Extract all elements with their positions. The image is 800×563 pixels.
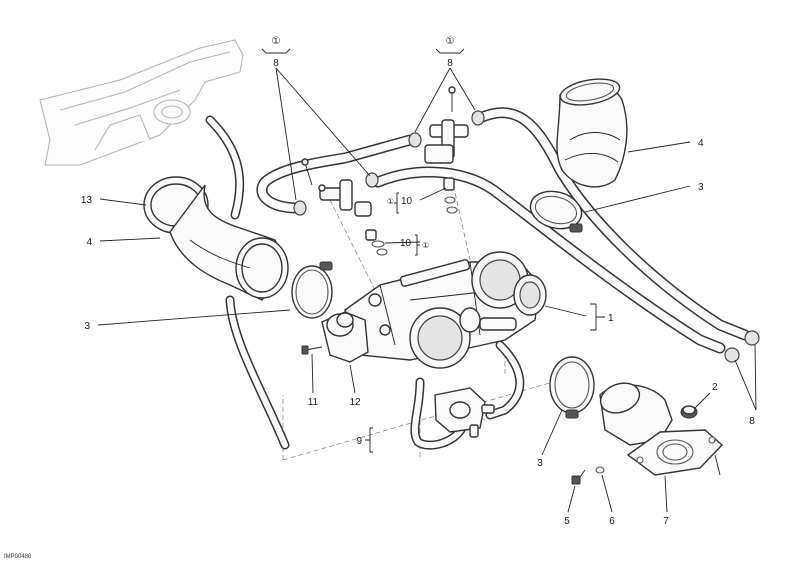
right-intake-duct (556, 78, 628, 188)
callout-8-top-center: 8 (447, 58, 453, 69)
callout-8-top-left: 8 (273, 58, 279, 69)
fittings-10 (354, 177, 458, 256)
breather-hose-network (205, 107, 751, 450)
callout-4-right: 4 (698, 138, 704, 149)
callout-3-bottom: 3 (537, 458, 543, 469)
drawing-code: IMP00480 (4, 554, 32, 560)
intake-manifold (599, 382, 724, 476)
callout-12: 12 (349, 397, 361, 408)
frame-section-ghost (39, 39, 244, 166)
hose-clamps (293, 110, 760, 363)
callout-10-upper: 10 (401, 196, 413, 207)
clamp-bottom (549, 356, 595, 419)
marker-symbol-left: ① (272, 36, 281, 47)
callout-3-left: 3 (84, 321, 90, 332)
marker-symbol-10-lower: ① (422, 241, 429, 250)
t-fittings (301, 86, 469, 211)
callout-13: 13 (81, 195, 93, 206)
leader-lines (97, 48, 757, 513)
callout-labels: ① 8 ① 8 13 4 3 4 3 1 ① 10 10 ① 11 12 9 3… (4, 36, 755, 560)
callout-10-lower: 10 (400, 238, 412, 249)
idle-valve (434, 387, 495, 438)
callout-9: 9 (356, 436, 362, 447)
callout-2: 2 (712, 382, 718, 393)
screw-11 (301, 345, 323, 355)
marker-symbol-center: ① (446, 36, 455, 47)
callout-5: 5 (564, 516, 570, 527)
clamp-left (291, 261, 333, 319)
callout-7: 7 (663, 516, 669, 527)
marker-symbol-10-upper: ① (387, 197, 394, 206)
callout-1: 1 (608, 313, 614, 324)
clamp-right (529, 190, 583, 233)
callout-8-right: 8 (749, 416, 755, 427)
screw-5-washer-6 (571, 466, 605, 485)
callout-4-left: 4 (86, 237, 92, 248)
callout-11: 11 (308, 397, 319, 408)
callout-3-right: 3 (698, 182, 704, 193)
throttle-body-assembly (321, 251, 547, 369)
left-intake-duct (143, 176, 289, 301)
callout-6: 6 (609, 516, 615, 527)
